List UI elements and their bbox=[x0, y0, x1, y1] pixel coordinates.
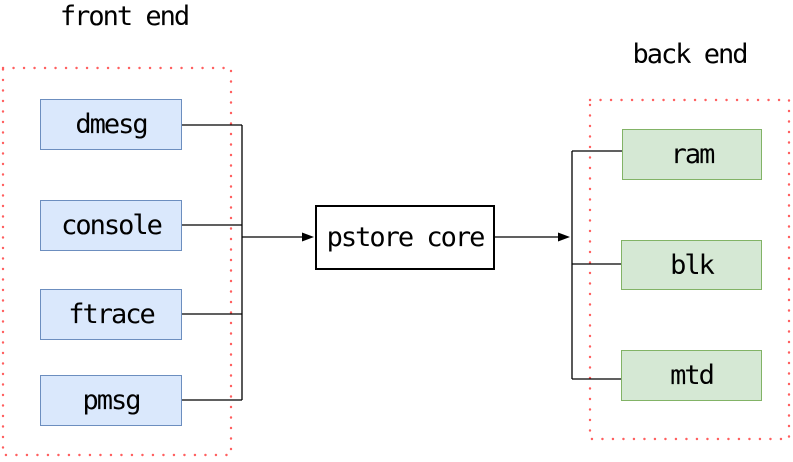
node-pmsg-label: pmsg bbox=[82, 385, 141, 416]
node-blk-label: blk bbox=[670, 249, 715, 281]
node-mtd-label: mtd bbox=[670, 360, 715, 391]
node-console: console bbox=[40, 200, 182, 251]
node-ftrace: ftrace bbox=[40, 289, 182, 340]
back-end-title: back end bbox=[632, 39, 748, 70]
front-end-title: front end bbox=[59, 1, 190, 32]
node-pmsg: pmsg bbox=[40, 375, 182, 426]
node-mtd: mtd bbox=[621, 350, 762, 401]
node-pstore-core-label: pstore core bbox=[326, 222, 486, 253]
arrowhead-into-core-icon bbox=[302, 232, 314, 242]
back-end-group-border bbox=[588, 98, 791, 441]
node-blk: blk bbox=[621, 240, 762, 290]
node-ram-label: ram bbox=[670, 139, 716, 170]
node-pstore-core: pstore core bbox=[315, 205, 495, 270]
node-console-label: console bbox=[61, 210, 163, 241]
node-ram: ram bbox=[622, 129, 762, 180]
arrowhead-into-backbus-icon bbox=[558, 232, 570, 242]
node-dmesg-label: dmesg bbox=[75, 109, 148, 140]
node-ftrace-label: ftrace bbox=[68, 299, 156, 330]
node-dmesg: dmesg bbox=[40, 99, 182, 150]
